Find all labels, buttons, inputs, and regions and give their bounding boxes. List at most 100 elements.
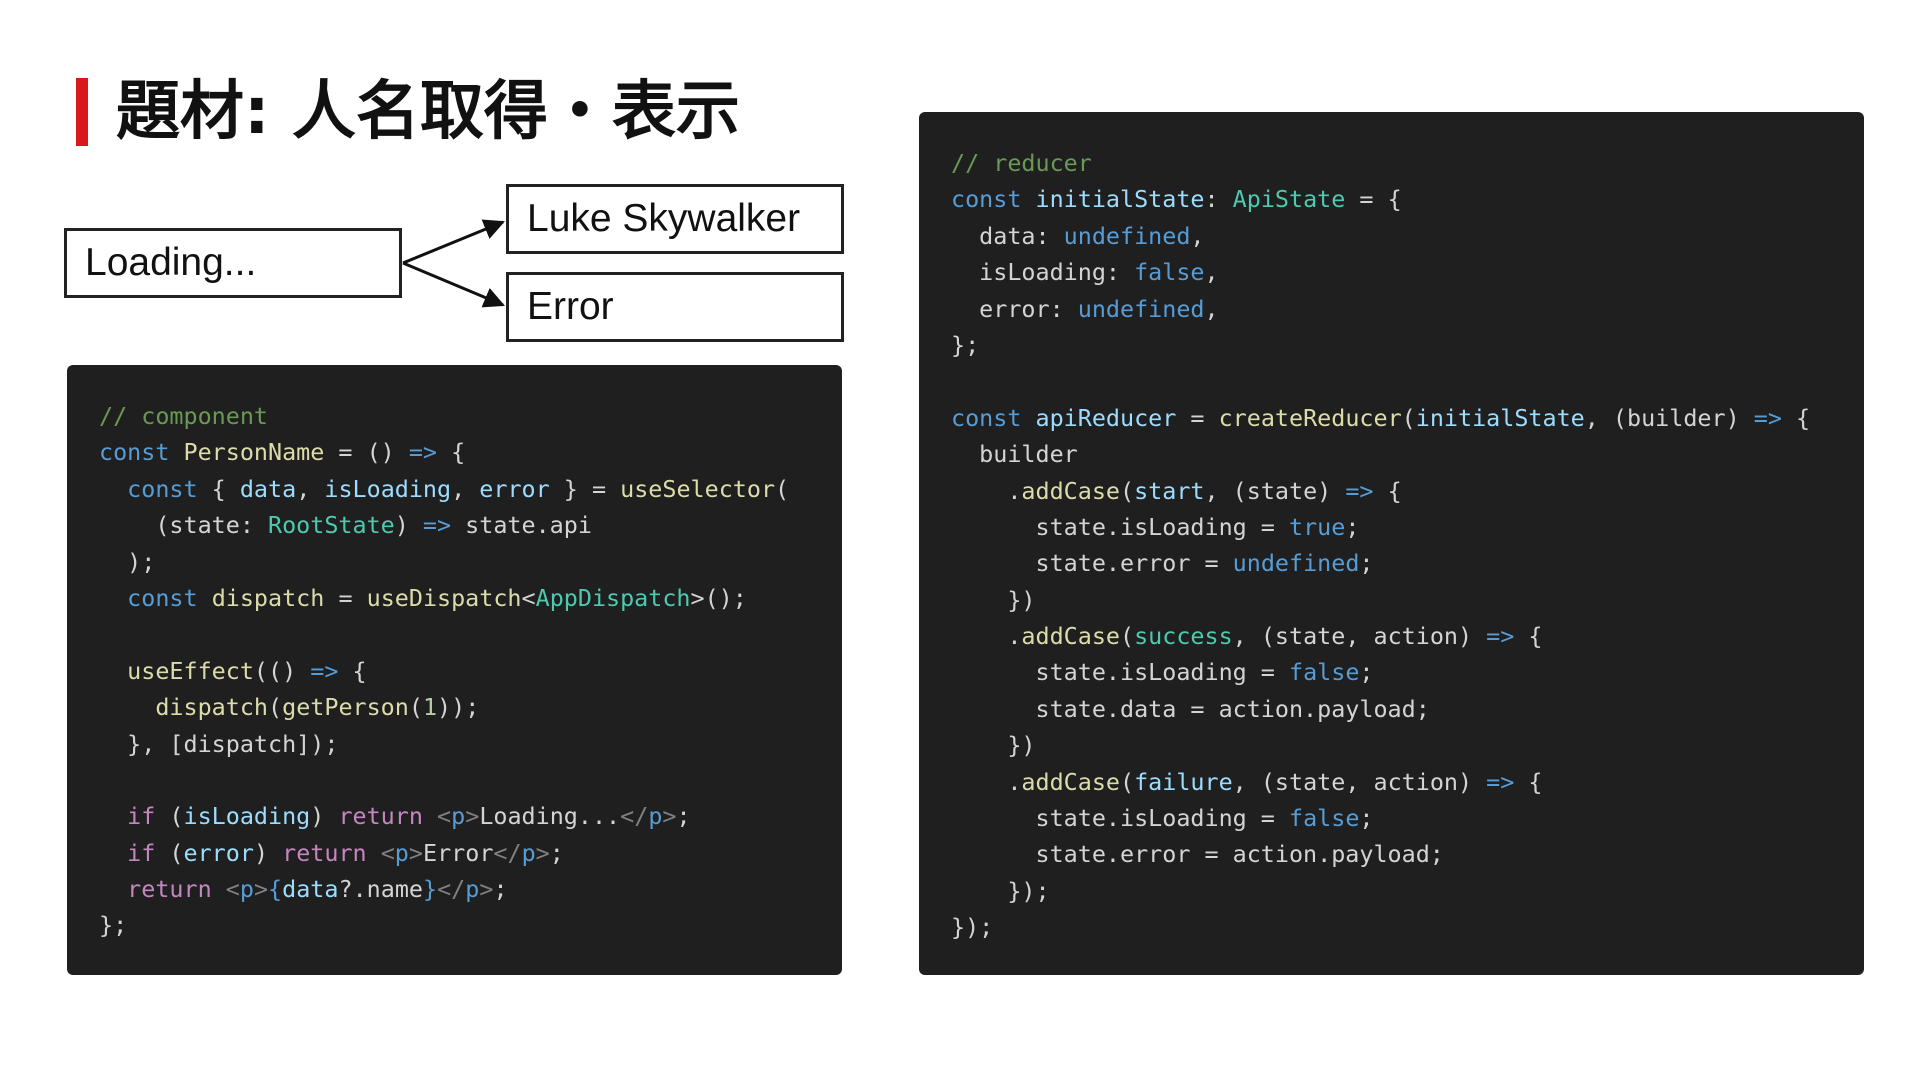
code-token: ; (676, 802, 691, 831)
code-token: , (296, 474, 325, 503)
code-line: state.error = undefined; (951, 545, 1864, 581)
code-token: }, [dispatch]); (99, 729, 339, 758)
code-line (951, 363, 1864, 399)
code-token: )); (437, 693, 480, 722)
code-line: (state: RootState) => state.api (99, 507, 842, 543)
code-token: ( (1120, 622, 1135, 651)
code-line: data: undefined, (951, 218, 1864, 254)
code-token: getPerson (282, 693, 409, 722)
code-token: , (builder) (1584, 403, 1754, 432)
code-token: const (127, 583, 198, 612)
code-line: }) (951, 582, 1864, 618)
code-token: p (239, 875, 254, 904)
code-token: const (951, 185, 1036, 214)
code-token: RootState (268, 511, 395, 540)
loading-state-box: Loading... (64, 228, 402, 298)
code-line: ); (99, 544, 842, 580)
error-state-label: Error (527, 285, 614, 328)
code-token: // component (99, 402, 268, 430)
code-token: p (521, 838, 536, 867)
code-token: ( (1401, 403, 1416, 432)
code-token: => (1345, 476, 1374, 505)
code-token: addCase (1021, 476, 1120, 505)
code-token: false (1288, 804, 1360, 833)
code-line: .addCase(failure, (state, action) => { (951, 764, 1864, 800)
code-token: { (338, 656, 367, 685)
code-token: dispatch (211, 583, 325, 612)
code-token: . (951, 476, 1022, 505)
code-token: PersonName (183, 438, 325, 467)
code-line: isLoading: false, (951, 254, 1864, 290)
code-token: > (465, 802, 480, 831)
error-state-box: Error (506, 272, 844, 342)
arrow-to-error (402, 261, 505, 308)
code-token: }); (951, 913, 994, 942)
code-token: dispatch (155, 693, 269, 722)
code-token: { (1514, 622, 1543, 651)
code-line: }) (951, 727, 1864, 763)
code-token: ( (1120, 767, 1135, 796)
loading-state-label: Loading... (85, 241, 257, 284)
code-line: useEffect(() => { (99, 653, 842, 689)
code-token: = (1176, 403, 1219, 432)
code-token: }; (951, 330, 980, 359)
code-token: state.isLoading = (951, 658, 1289, 687)
code-line (99, 762, 842, 798)
code-token: < (225, 875, 240, 904)
code-token: isLoading (324, 474, 452, 503)
code-line: }); (951, 909, 1864, 945)
code-line: .addCase(success, (state, action) => { (951, 618, 1864, 654)
code-token: Loading... (479, 802, 621, 831)
code-token (423, 802, 437, 830)
code-token: ( (775, 474, 790, 503)
code-token: { (1514, 767, 1543, 796)
code-token (99, 802, 127, 830)
code-token: const (127, 474, 198, 503)
code-token: state.isLoading = (951, 512, 1289, 541)
component-code-block: // component const PersonName = () => { c… (99, 398, 842, 944)
code-token: } (422, 875, 438, 904)
code-token: }) (951, 731, 1036, 760)
code-token: success (1134, 622, 1233, 651)
code-token: p (648, 802, 663, 831)
code-token: ( (268, 693, 283, 722)
code-line: }; (951, 327, 1864, 363)
code-token: , (1190, 221, 1205, 250)
code-token: </ (620, 802, 649, 831)
code-token: => (1486, 622, 1515, 651)
code-token: (state: (99, 511, 268, 540)
code-line: }, [dispatch]); (99, 726, 842, 762)
code-token: = (324, 583, 367, 612)
code-token: , (1204, 258, 1219, 287)
code-token: => (1486, 767, 1515, 796)
code-token: ( (408, 693, 423, 722)
code-token: </ (437, 875, 466, 904)
code-token: => (310, 656, 339, 685)
code-token: p (394, 838, 409, 867)
code-token: Error (422, 838, 494, 867)
code-token: > (253, 875, 269, 904)
code-token: ; (1359, 804, 1374, 833)
code-token: state.api (451, 511, 592, 540)
code-token: data (282, 875, 339, 904)
code-token: false (1134, 258, 1205, 287)
code-token: </ (493, 838, 522, 867)
code-token: { (268, 875, 283, 904)
code-token (99, 584, 127, 612)
code-line: state.data = action.payload; (951, 691, 1864, 727)
code-token: state.error = action.payload; (951, 840, 1444, 869)
code-token: // reducer (951, 149, 1092, 177)
code-token: }) (951, 585, 1036, 614)
code-token (99, 875, 127, 903)
code-token: , (state, action) (1232, 622, 1487, 651)
code-token: undefined (1232, 549, 1360, 578)
code-token: error (183, 838, 254, 867)
code-token (99, 839, 127, 867)
code-token: ) (394, 511, 423, 540)
code-token: { (1781, 403, 1811, 432)
success-state-label: Luke Skywalker (527, 197, 801, 240)
code-line: dispatch(getPerson(1)); (99, 689, 842, 725)
code-token: state.data = action.payload; (951, 694, 1430, 723)
